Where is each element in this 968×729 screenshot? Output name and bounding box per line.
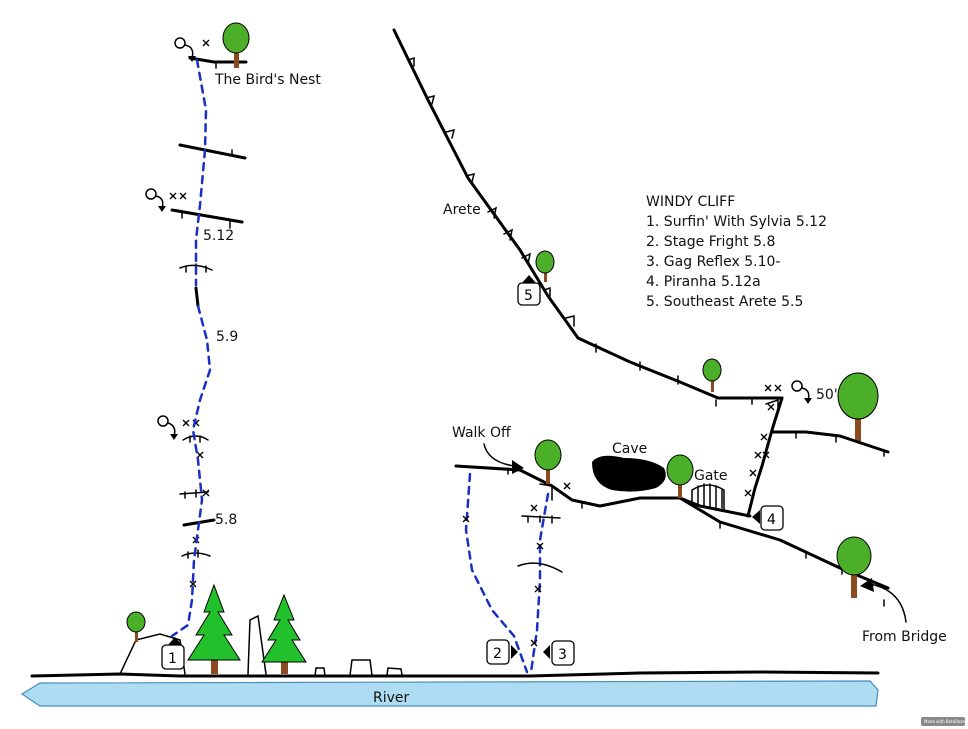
legend-item: 1. Surfin' With Sylvia 5.12 [646,214,827,230]
tree-icon [702,358,722,392]
lower-cliff-top [454,464,752,518]
river [20,680,879,707]
tree-icon [535,250,555,282]
ledge-tick [507,467,885,607]
grade-5-9: 5.9 [216,329,238,345]
route-marker-2[interactable]: 2 [486,639,518,665]
route-2-line [464,472,529,674]
tree-icon [534,439,562,484]
legend-item: 2. Stage Fright 5.8 [646,234,775,250]
bolt-icon [534,585,542,593]
grade-5-12: 5.12 [203,228,234,244]
from-bridge-arrow [869,583,907,623]
svg-text:2: 2 [493,646,502,662]
svg-text:4: 4 [767,512,776,528]
walk-off-label: Walk Off [452,425,511,441]
grade-5-8: 5.8 [215,512,237,528]
svg-text:5: 5 [524,288,533,304]
arete-label: Arete [443,202,481,218]
rappel-length-label: 50' [816,387,838,403]
tree-icon [126,611,146,642]
tree-icon [837,372,879,442]
route-marker-1[interactable]: 1 [161,637,185,670]
legend-item: 5. Southeast Arete 5.5 [646,294,803,310]
route-marker-5[interactable]: 5 [517,275,541,306]
piranha-crack [746,396,784,518]
bolt-icon [179,192,187,200]
gate-label: Gate [694,468,728,484]
bolt-icon [762,451,770,459]
bolt-icon [536,542,544,550]
small-overhang [765,398,779,411]
route-marker-4[interactable]: 4 [752,505,784,531]
tree-icon [836,536,872,598]
from-bridge-arrowhead [860,578,874,592]
bolt-icon [767,403,775,411]
pine-tree-icon [187,583,241,674]
ledge [178,143,247,160]
bolt-icon [182,419,190,427]
bolt-icon [189,580,197,588]
legend: WINDY CLIFF 1. Surfin' With Sylvia 5.12 … [646,194,827,310]
svg-text:1: 1 [168,651,177,667]
rappel-anchor-icon [157,415,178,440]
tree-icon [222,22,250,68]
route-1-line [170,58,212,638]
bolt-icon [530,639,538,647]
rappel-anchor-icon [791,380,812,404]
walk-off-arrowhead [512,460,524,474]
boulder [314,667,326,677]
ledge-tick [187,549,199,559]
ledge [517,562,563,573]
cave-label: Cave [612,441,647,457]
river-label: River [373,690,410,706]
boulder [386,667,403,676]
bolt-icon [754,451,762,459]
right-ledge [770,430,890,454]
bolt-icon [462,515,470,523]
ledge-tick [189,435,201,443]
ledge [179,491,209,495]
ledge-tick [184,489,197,499]
legend-title: WINDY CLIFF [646,194,735,210]
pine-tree-icon [261,593,307,674]
route-marker-3[interactable]: 3 [543,640,575,666]
boulder [247,614,267,675]
bolt-icon [563,482,571,490]
arete-arrow-marks [407,56,753,407]
ledge-tick [795,431,885,457]
cave [592,455,666,492]
bolt-icon [774,384,782,392]
bolt-icon [764,384,772,392]
svg-text:3: 3 [558,647,567,663]
ledge-tick [527,515,553,524]
ground-line [30,670,880,678]
ledge-tick [181,210,231,229]
ledge [182,435,209,441]
legend-item: 4. Piranha 5.12a [646,274,761,290]
svg-text:Made with BetaRoom: Made with BetaRoom [924,719,967,724]
bolt-icon [749,469,757,477]
bolt-icon [202,489,210,497]
tree-icon [666,454,694,498]
rappel-anchor-icon [145,188,166,212]
crack-segment [194,286,200,308]
watermark-badge: Made with BetaRoom [921,717,967,726]
gate-icon [691,483,725,511]
walk-off-arrow [483,443,515,467]
bolt-icon [530,504,538,512]
small-ledge [539,483,553,501]
bolt-icon [202,39,210,47]
birds-nest-label: The Bird's Nest [214,72,321,88]
bolt-icon [169,192,177,200]
boulder [349,659,373,676]
bolt-icon [760,433,768,441]
arete-line [392,28,784,400]
from-bridge-label: From Bridge [862,629,947,645]
rappel-anchor-icon [174,37,196,62]
legend-item: 3. Gag Reflex 5.10- [646,254,780,270]
bolt-icon [744,489,752,497]
